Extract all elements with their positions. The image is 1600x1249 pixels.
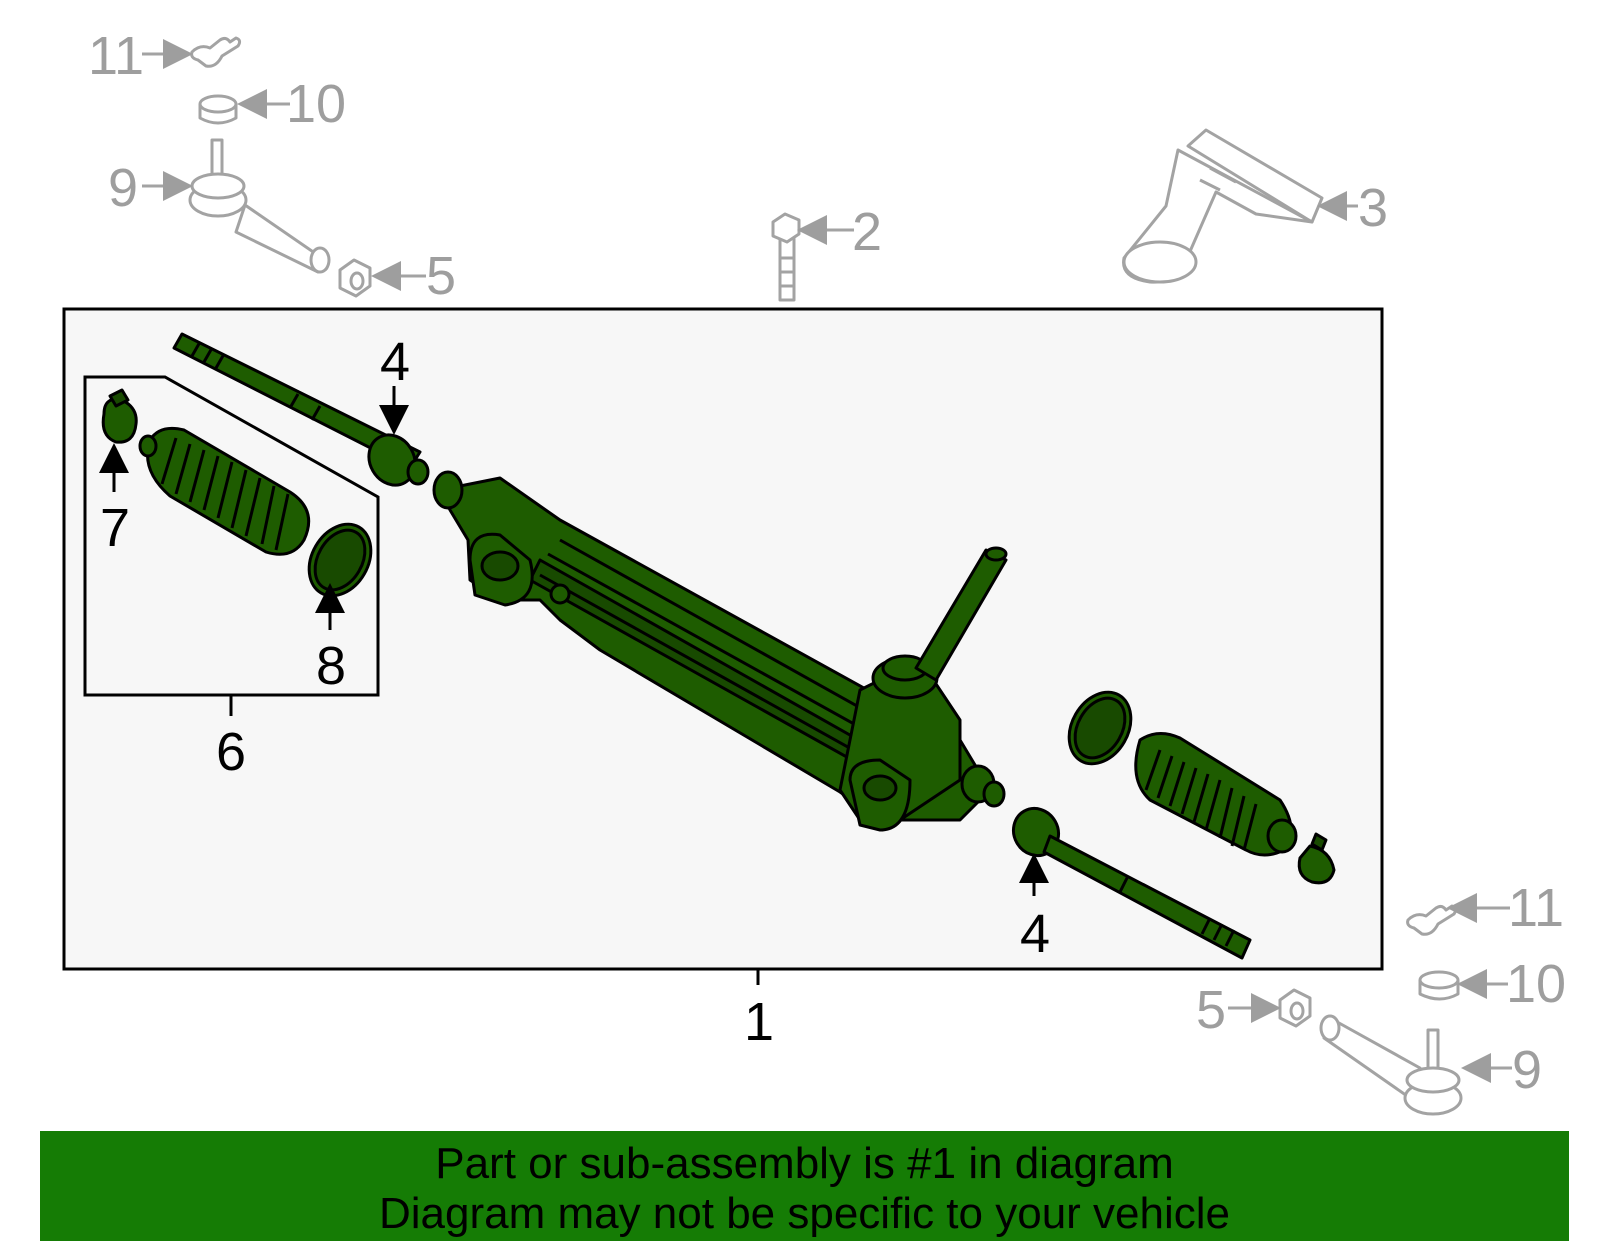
banner-line-2: Diagram may not be specific to your vehi… [378, 1189, 1231, 1238]
bolt-icon [771, 212, 801, 302]
callout-2: 2 [852, 202, 882, 262]
callout-7: 7 [100, 498, 130, 558]
callout-5-top: 5 [426, 246, 456, 306]
boot-kit-frame [83, 375, 380, 697]
nut-icon-5-top [338, 258, 372, 298]
callout-11-bottom: 11 [1508, 878, 1564, 938]
callout-10-bottom: 10 [1506, 954, 1566, 1014]
callout-8: 8 [316, 636, 346, 696]
callout-4-bottom: 4 [1020, 904, 1050, 964]
tie-rod-end-icon-bottom [1319, 1014, 1463, 1116]
steering-gear-assembly [172, 332, 1336, 960]
callout-4-top: 4 [380, 332, 410, 392]
cotter-pin-icon-bottom [1406, 904, 1458, 936]
callout-5-bottom: 5 [1196, 980, 1226, 1040]
boot-bracket-icon [1122, 128, 1324, 284]
banner-line-1: Part or sub-assembly is #1 in diagram [435, 1139, 1174, 1188]
callout-9-bottom: 9 [1512, 1040, 1542, 1100]
callout-3: 3 [1358, 178, 1388, 238]
callout-10-top: 10 [286, 74, 346, 134]
callout-6: 6 [216, 722, 246, 782]
nut-icon-bottom [1418, 970, 1460, 1001]
nut-icon-top [198, 94, 238, 125]
callout-1: 1 [744, 992, 774, 1052]
tie-rod-end-icon-top [188, 138, 331, 274]
callout-11-top: 11 [88, 26, 144, 86]
boot-kit-parts [101, 388, 373, 598]
nut-icon-5-bottom [1278, 988, 1312, 1028]
notice-banner: Part or sub-assembly is #1 in diagram Di… [40, 1131, 1569, 1241]
cotter-pin-icon-top [190, 36, 242, 68]
callout-9-top: 9 [108, 158, 138, 218]
